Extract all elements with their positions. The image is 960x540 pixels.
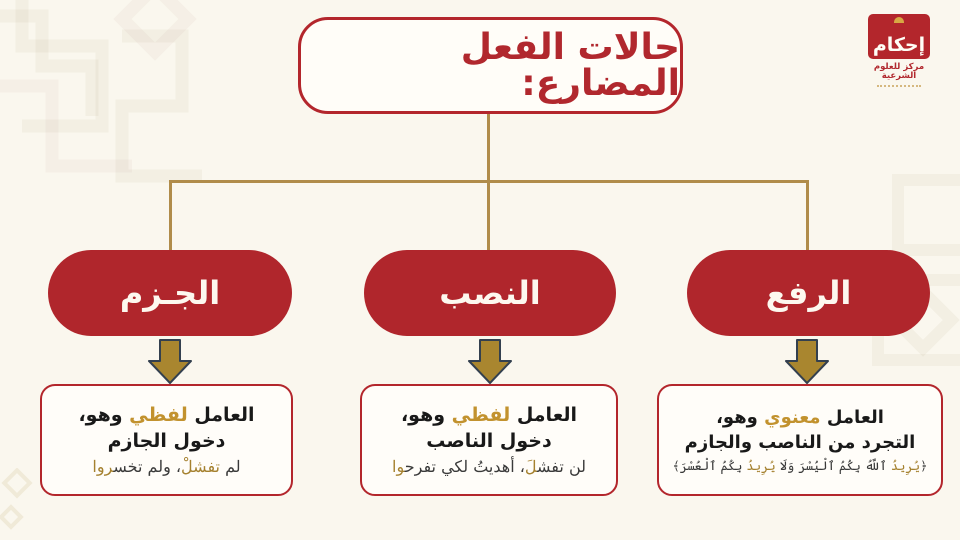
text-segment: ، أهديتُ لكي تفرح xyxy=(404,457,525,477)
node-raf-label: الرفع xyxy=(765,274,852,312)
text-segment: تفشلْ xyxy=(181,457,220,477)
card-nasb: العامل لفظي وهو، دخول الناصب لن تفشلَ، أ… xyxy=(360,384,618,496)
card-raf-heading: العامل معنوي وهو، xyxy=(716,406,884,430)
diagram-title: حالات الفعل المضارع: xyxy=(460,26,680,104)
brand-logo: إحكام مركز للعلوم الشرعية xyxy=(860,14,938,87)
card-jazm-example: لم تفشلْ، ولم تخسروا xyxy=(92,457,240,477)
corner-ornament-top-left xyxy=(0,0,232,216)
card-nasb-example: لن تفشلَ، أهديتُ لكي تفرحوا xyxy=(392,457,586,477)
card-raf: العامل معنوي وهو، التجرد من الناصب والجا… xyxy=(657,384,943,496)
text-segment: يُرِيدُ xyxy=(746,457,776,473)
logo-tagline-decoration xyxy=(877,84,921,87)
down-arrow-icon xyxy=(146,338,194,386)
text-segment: بِكُمُ ٱلْعُسْرَ﴾ xyxy=(672,457,747,473)
card-jazm: العامل لفظي وهو، دخول الجازم لم تفشلْ، و… xyxy=(40,384,293,496)
text-segment: معنوي xyxy=(764,407,821,429)
text-segment: وهو، xyxy=(78,403,130,426)
node-jazm: الجـزم xyxy=(48,250,292,336)
logo-subtitle: مركز للعلوم الشرعية xyxy=(873,62,925,82)
card-nasb-heading-line2: دخول الناصب xyxy=(426,429,552,452)
connector-stem xyxy=(487,114,490,181)
card-raf-example: ﴿يُرِيدُ ٱللَّهُ بِكُمُ ٱلْيُسْرَ وَلَا … xyxy=(673,458,928,474)
root-node-title-box: حالات الفعل المضارع: xyxy=(298,17,683,114)
text-segment: ﴿ xyxy=(920,457,928,473)
text-segment: العامل xyxy=(187,403,255,426)
node-jazm-label: الجـزم xyxy=(119,274,221,312)
card-jazm-heading: العامل لفظي وهو، xyxy=(78,403,254,429)
node-nasb-label: النصب xyxy=(439,274,541,312)
node-nasb: النصب xyxy=(364,250,616,336)
text-segment: لفظي xyxy=(451,403,511,426)
text-segment: ، ولم تخس xyxy=(113,457,182,477)
down-arrow-icon xyxy=(466,338,514,386)
text-segment: العامل xyxy=(510,403,578,426)
card-jazm-heading-line2: دخول الجازم xyxy=(107,429,226,452)
text-segment: لفظي xyxy=(129,403,188,426)
connector-drop-middle xyxy=(487,180,490,250)
text-segment: العامل xyxy=(820,407,884,429)
card-nasb-heading: العامل لفظي وهو، xyxy=(401,403,577,429)
card-raf-heading-line2: التجرد من الناصب والجازم xyxy=(684,431,916,453)
logo-wordmark: إحكام xyxy=(872,34,926,56)
text-segment: يُرِيدُ xyxy=(890,457,921,473)
text-segment: وهو، xyxy=(716,407,765,429)
text-segment: روا xyxy=(92,457,114,477)
text-segment: لن تفش xyxy=(537,457,586,477)
text-segment: لم xyxy=(219,457,241,477)
connector-drop-right xyxy=(806,180,809,250)
logo-mark: إحكام xyxy=(868,14,930,59)
text-segment: وهو، xyxy=(400,403,452,426)
node-raf: الرفع xyxy=(687,250,930,336)
text-segment: وا xyxy=(392,457,405,477)
text-segment: ٱللَّهُ بِكُمُ ٱلْيُسْرَ وَلَا xyxy=(775,457,891,473)
dome-icon xyxy=(894,17,904,23)
connector-drop-left xyxy=(169,180,172,250)
text-segment: لَ xyxy=(524,457,538,477)
down-arrow-icon xyxy=(783,338,831,386)
